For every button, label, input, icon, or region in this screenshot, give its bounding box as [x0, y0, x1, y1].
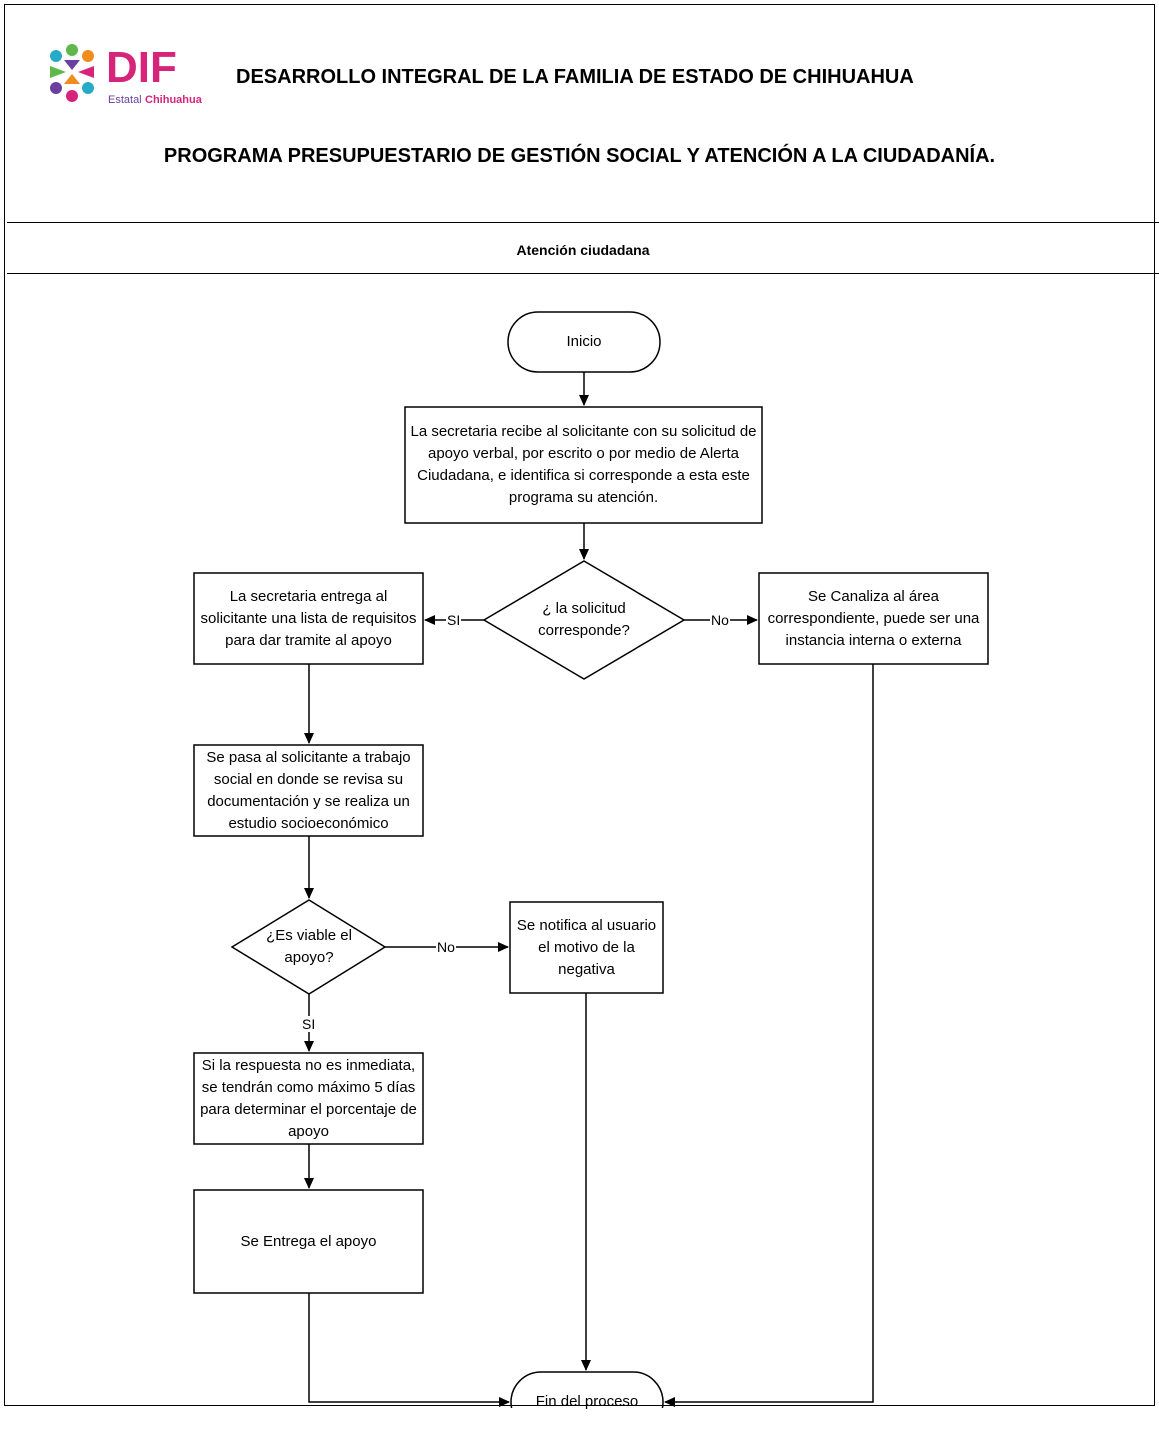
trabajo-social-text: Se pasa al solicitante a trabajo social … [206, 748, 411, 832]
dif-logo: DIF Estatal Chihuahua [50, 43, 203, 106]
page-frame [4, 4, 1155, 1406]
inicio-text: Inicio [566, 333, 602, 350]
section-divider [7, 273, 1159, 274]
canaliza-text: Se Canaliza al área correspondiente, pue… [767, 587, 980, 649]
fin-text: Fin del proceso [535, 1393, 639, 1410]
fin-terminator [510, 1371, 664, 1408]
logo-subtext-2: Chihuahua [145, 94, 203, 106]
notifica-text: Se notifica al usuario el motivo de la n… [516, 916, 657, 978]
decision1-text: ¿ la solicitud corresponde? [538, 600, 630, 639]
dif-logo-emblem [50, 44, 94, 102]
entrega-apoyo-text: Se Entrega el apoyo [240, 1232, 377, 1250]
label-no-1: No [710, 612, 730, 628]
section-title: Atención ciudadana [516, 242, 650, 258]
decision1-diamond [482, 560, 686, 680]
program-title: PROGRAMA PRESUPUESTARIO DE GESTIÓN SOCIA… [163, 145, 996, 167]
organization-title: DESARROLLO INTEGRAL DE LA FAMILIA DE EST… [236, 66, 914, 88]
recibe-text: La secretaria recibe al solicitante con … [410, 423, 757, 506]
label-no-2: No [436, 939, 456, 955]
label-si-1: SI [446, 612, 462, 628]
label-si-2: SI [301, 1016, 317, 1032]
respuesta-text: Si la respuesta no es inmediata, se tend… [200, 1056, 417, 1140]
arrow-entrega-fin [308, 1293, 510, 1407]
arrow-canaliza-fin [664, 664, 874, 1407]
decision2-text: ¿Es viable el apoyo? [266, 927, 352, 966]
logo-text: DIF [106, 43, 177, 92]
header-divider [7, 222, 1159, 223]
entrega-lista-text: La secretaria entrega al solicitante una… [200, 587, 417, 649]
logo-subtext-1: Estatal [108, 94, 142, 106]
